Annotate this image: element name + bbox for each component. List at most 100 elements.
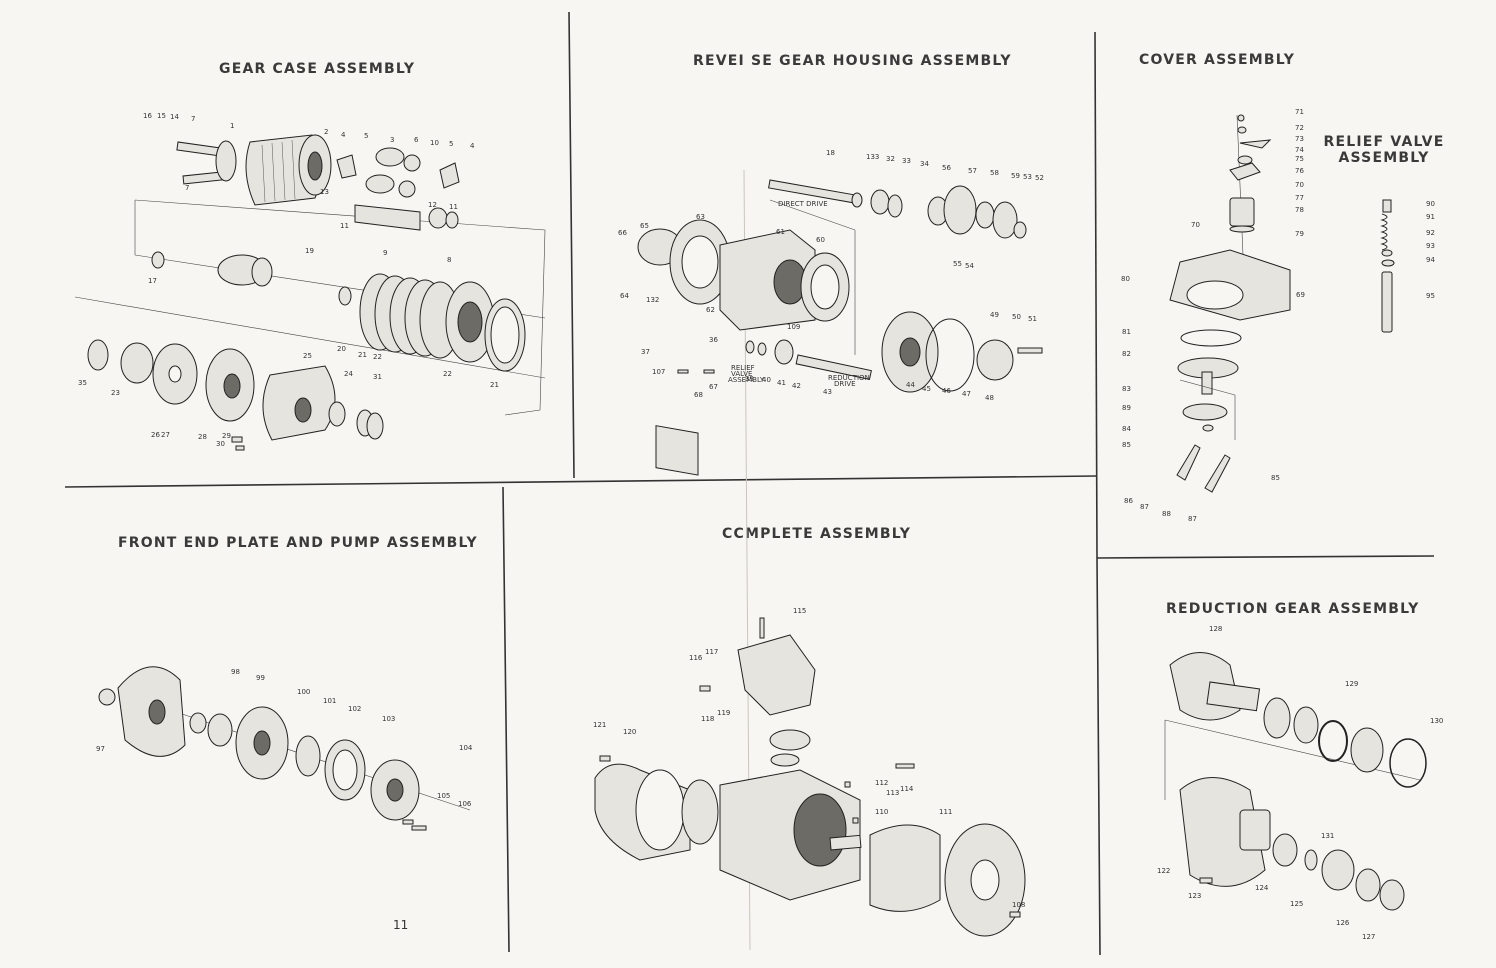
reduction-gear-callouts: 128 129 130 122 123 124 131 125 126 127 — [1157, 625, 1443, 941]
callout: 93 — [1426, 242, 1435, 250]
callout: 124 — [1255, 884, 1269, 892]
callout: 46 — [942, 387, 951, 395]
callout: 113 — [886, 789, 899, 797]
callout: 92 — [1426, 229, 1435, 237]
callout: 42 — [792, 382, 801, 390]
callout: 82 — [1122, 350, 1131, 358]
callout: 87 — [1188, 515, 1197, 523]
callout: 41 — [777, 379, 786, 387]
callout: 77 — [1295, 194, 1304, 202]
callout: 54 — [965, 262, 974, 270]
callout: 52 — [1035, 174, 1044, 182]
callout: 118 — [701, 715, 714, 723]
callout: 6 — [414, 136, 419, 144]
callout: 69 — [1296, 291, 1305, 299]
callout: 72 — [1295, 124, 1304, 132]
callout: 109 — [787, 323, 800, 331]
gear-case-diagram — [74, 134, 546, 451]
callout: 22 — [373, 353, 382, 361]
relief-valve-diagram — [1380, 199, 1395, 333]
callout: 74 — [1295, 146, 1304, 154]
callout: 32 — [886, 155, 895, 163]
callout: 22 — [443, 370, 452, 378]
callout: 110 — [875, 808, 888, 816]
callout: 4 — [470, 142, 475, 150]
complete-assembly-diagram — [594, 617, 1026, 937]
callout: 87 — [1140, 503, 1149, 511]
callout: 86 — [1124, 497, 1133, 505]
callout: 61 — [776, 228, 785, 236]
callout: 45 — [922, 385, 931, 393]
callout: 119 — [717, 709, 730, 717]
front-end-callouts: 98 99 100 101 102 103 104 105 106 97 — [96, 668, 473, 808]
callout: 29 — [222, 432, 231, 440]
callout: 24 — [344, 370, 353, 378]
callout: 63 — [696, 213, 705, 221]
callout: 27 — [161, 431, 170, 439]
callout: 37 — [641, 348, 650, 356]
relief-valve-label-2: VALVE — [731, 370, 752, 378]
reduction-drive-label-2: DRIVE — [834, 380, 856, 388]
callout: 79 — [1295, 230, 1304, 238]
callout: 131 — [1321, 832, 1334, 840]
callout: 44 — [906, 381, 915, 389]
callout: 2 — [324, 128, 328, 136]
callout: 101 — [323, 697, 336, 705]
callout: 30 — [216, 440, 225, 448]
callout: 15 — [157, 112, 166, 120]
callout: 10 — [430, 139, 439, 147]
callout: 78 — [1295, 206, 1304, 214]
callout: 126 — [1336, 919, 1350, 927]
callout: 12 — [428, 201, 437, 209]
callout: 129 — [1345, 680, 1358, 688]
callout: 70 — [1191, 221, 1200, 229]
callout: 31 — [373, 373, 382, 381]
callout: 26 — [151, 431, 160, 439]
callout: 111 — [939, 808, 952, 816]
callout: 65 — [640, 222, 649, 230]
callout: 51 — [1028, 315, 1037, 323]
callout: 5 — [449, 140, 453, 148]
callout: 120 — [623, 728, 636, 736]
callout: 133 — [866, 153, 879, 161]
callout: 56 — [942, 164, 951, 172]
callout: 28 — [198, 433, 207, 441]
callout: 83 — [1122, 385, 1131, 393]
callout: 66 — [618, 229, 627, 237]
callout: 107 — [652, 368, 665, 376]
reduction-gear-assembly-title: REDUCTION GEAR ASSEMBLY — [1166, 601, 1420, 617]
callout: 85 — [1271, 474, 1280, 482]
callout: 21 — [358, 351, 367, 359]
reverse-gear-callouts: 18 133 32 33 34 56 57 58 59 53 52 66 65 … — [618, 149, 1044, 402]
callout: 14 — [170, 113, 179, 121]
callout: 13 — [320, 188, 329, 196]
cover-diagram — [1169, 114, 1291, 493]
callout: 16 — [143, 112, 152, 120]
callout: 8 — [447, 256, 451, 264]
cover-assembly-title: COVER ASSEMBLY — [1139, 52, 1296, 68]
callout: 71 — [1295, 108, 1304, 116]
callout: 117 — [705, 648, 718, 656]
callout: 4 — [341, 131, 346, 139]
cover-callouts: 71 72 73 74 75 76 70 77 78 79 70 80 69 8… — [1121, 108, 1305, 523]
callout: 58 — [990, 169, 999, 177]
callout: 3 — [390, 136, 394, 144]
callout: 67 — [709, 383, 718, 391]
callout: 53 — [1023, 173, 1032, 181]
callout: 70 — [1295, 181, 1304, 189]
callout: 55 — [953, 260, 962, 268]
callout: 19 — [305, 247, 314, 255]
callout: 21 — [490, 381, 499, 389]
callout: 75 — [1295, 155, 1304, 163]
callout: 84 — [1122, 425, 1131, 433]
callout: 76 — [1295, 167, 1304, 175]
callout: 94 — [1426, 256, 1435, 264]
callout: 99 — [256, 674, 265, 682]
callout: 104 — [459, 744, 473, 752]
complete-assembly-title: CCMPLETE ASSEMBLY — [722, 526, 912, 542]
callout: 7 — [185, 184, 189, 192]
callout: 17 — [148, 277, 157, 285]
reverse-gear-housing-assembly-title: REVEI SE GEAR HOUSING ASSEMBLY — [693, 53, 1012, 69]
